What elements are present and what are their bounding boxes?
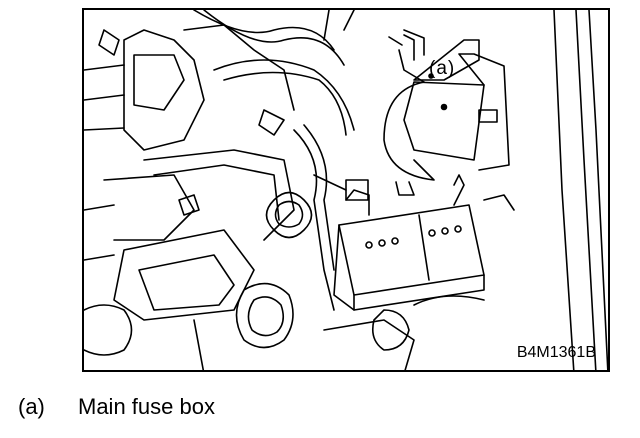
- legend-key: (a): [18, 394, 45, 419]
- legend-text: Main fuse box: [78, 394, 215, 419]
- legend-entry: (a) Main fuse box: [18, 394, 215, 420]
- hood-edge-lines: [478, 10, 608, 370]
- callout-label: (a): [429, 58, 456, 79]
- figure-code: B4M1361B: [516, 344, 596, 361]
- engine-components: [84, 10, 515, 370]
- battery: [313, 174, 485, 311]
- main-fuse-box: [383, 29, 510, 196]
- engine-bay-illustration: [84, 10, 608, 370]
- illustration-frame: (a) B4M1361B: [82, 8, 610, 372]
